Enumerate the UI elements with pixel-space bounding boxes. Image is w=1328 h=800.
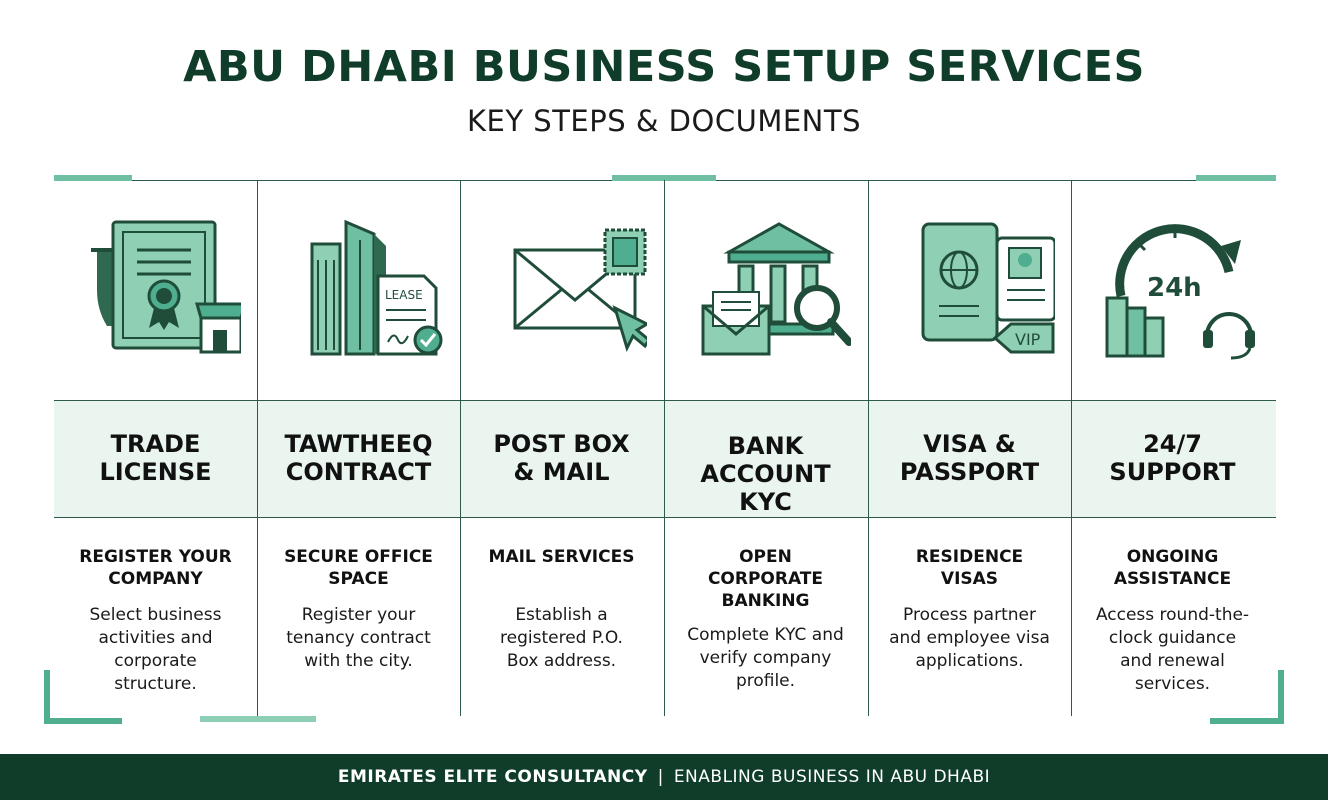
footer-tagline: ENABLING BUSINESS IN ABU DHABI [673,767,991,787]
column-title-line: BANK [727,432,804,460]
certificate-shop-icon [54,200,257,380]
corner-bracket-left [44,670,50,724]
column-subtitle-line: OPEN [739,547,792,567]
accent-bar-right [1196,175,1276,181]
column-description-line: tenancy contract [286,628,431,648]
svg-text:VIP: VIP [1015,330,1041,349]
column-title-line: 24/7 [1143,430,1202,458]
page-title: ABU DHABI BUSINESS SETUP SERVICES [183,42,1145,92]
column-subtitle-line: COMPANY [108,569,203,589]
column-subtitle-line: RESIDENCE [915,547,1024,567]
column-title-line: & MAIL [513,458,610,486]
column-description: Establish a registered P.O. Box address. [460,604,663,673]
column-description-line: verify company [699,648,832,668]
column-divider [1071,180,1072,716]
column-divider [460,180,461,716]
footer-brand: EMIRATES ELITE CONSULTANCY [337,767,648,787]
column-subtitle-line: SECURE OFFICE [284,547,433,567]
column-description: Complete KYC and verify company profile. [664,624,867,693]
column-description-line: Box address. [506,651,617,671]
footer-bar: EMIRATES ELITE CONSULTANCY | ENABLING BUSI… [0,754,1328,800]
column-description-line: with the city. [304,651,413,671]
column-divider [868,180,869,716]
column-title-line: POST BOX [493,430,630,458]
svg-text:24h: 24h [1147,273,1202,303]
column-subtitle-line: ASSISTANCE [1113,569,1232,589]
column-title-line: CONTRACT [285,458,432,486]
column-description-line: Select business [89,605,222,625]
corner-bracket-right [1210,718,1284,724]
passport-id-icon: VIP [868,200,1071,380]
column-subtitle-line: BANKING [721,591,810,611]
column-title-line: SUPPORT [1109,458,1236,486]
column-description-line: activities and [98,628,213,648]
column-subtitle: MAIL SERVICES [460,546,663,568]
column-description-line: services. [1134,674,1211,694]
column-description: Select business activities and corporate st… [54,604,257,696]
column-title-line: TAWTHEEQ [284,430,433,458]
svg-text:LEASE: LEASE [385,288,423,302]
column-title: POST BOX& MAIL [460,430,663,486]
column-description-line: Access round-the- [1095,605,1250,625]
column-description-line: and renewal [1120,651,1225,671]
column-subtitle-line: REGISTER YOUR [79,547,232,567]
column-title-line: TRADE [110,430,201,458]
accent-bar-bottom [200,716,316,722]
column-subtitle-line: MAIL SERVICES [488,547,635,567]
column-divider [664,180,665,716]
column-description: Access round-the-clock guidance and renew… [1071,604,1274,696]
column-description-line: structure. [114,674,197,694]
column-description-line: Process partner [903,605,1036,625]
accent-bar-center [612,175,716,181]
column-description-line: Complete KYC and [687,625,844,645]
column-title: VISA &PASSPORT [868,430,1071,486]
corner-bracket-right [1278,670,1284,724]
page-subtitle: KEY STEPS & DOCUMENTS [467,104,861,138]
column-subtitle-line: SPACE [328,569,389,589]
column-divider [257,180,258,716]
column-description-line: registered P.O. [500,628,623,648]
column-subtitle-line: ONGOING [1126,547,1219,567]
column-title-line: KYC [739,488,792,516]
column-description-line: clock guidance [1108,628,1237,648]
corner-bracket-left [44,718,122,724]
buildings-lease-icon: LEASE [257,200,460,380]
column-description-line: corporate [114,651,197,671]
accent-bar-left [54,175,132,181]
clock-24h-support-icon: 24h [1071,200,1274,380]
column-description: Process partner and employee visa applicat… [868,604,1071,673]
column-title-line: LICENSE [99,458,212,486]
footer-separator: | [657,767,664,787]
column-title-line: ACCOUNT [700,460,831,488]
column-title-line: VISA & [923,430,1016,458]
column-description-line: Register your [301,605,416,625]
envelope-stamp-icon [460,200,663,380]
column-description-line: applications. [915,651,1024,671]
column-description-line: and employee visa [889,628,1050,648]
column-description: Register your tenancy contract with the ci… [257,604,460,673]
column-subtitle-line: VISAS [940,569,999,589]
bank-magnifier-icon [664,200,867,380]
column-description-line: profile. [735,671,796,691]
column-subtitle-line: CORPORATE [707,569,824,589]
column-description-line: Establish a [515,605,608,625]
column-title-line: PASSPORT [899,458,1040,486]
